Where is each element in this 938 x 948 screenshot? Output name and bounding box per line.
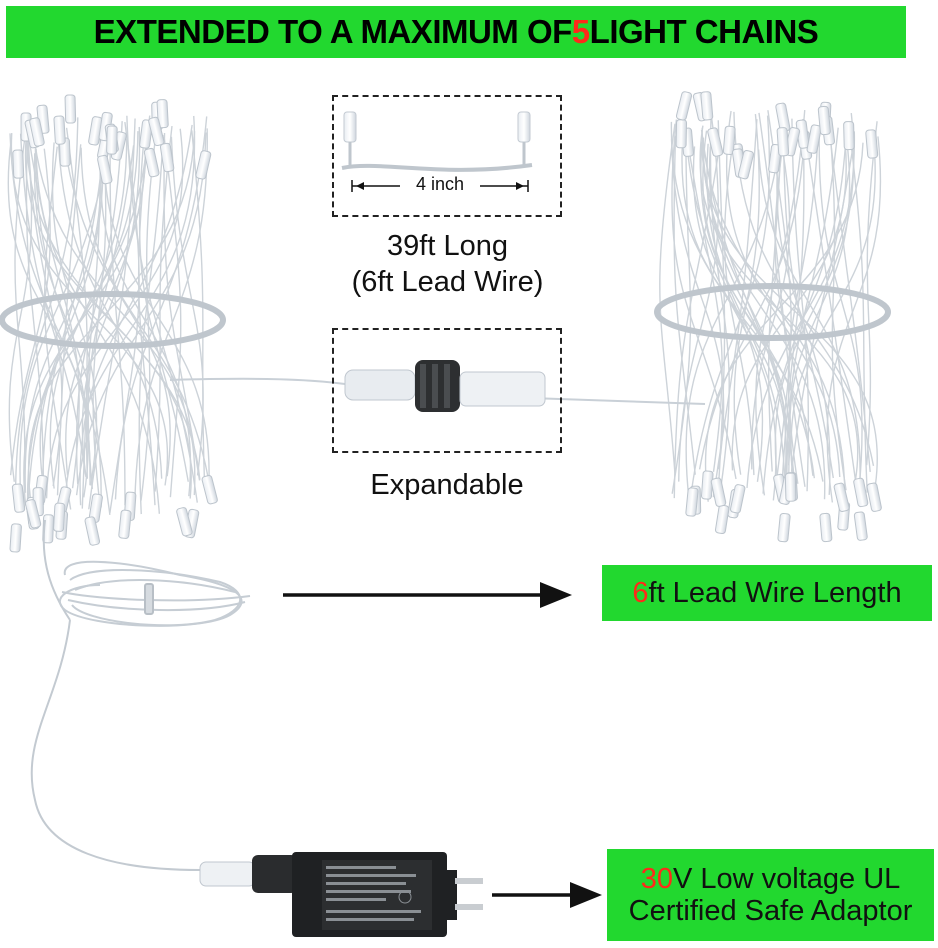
- light-chain-bundle-left-icon: [0, 94, 226, 553]
- banner-text-before: EXTENDED TO A MAXIMUM OF: [93, 13, 573, 50]
- connector-box: [332, 328, 562, 453]
- lead-wire-icon: [30, 519, 201, 871]
- connector-icon: [344, 360, 546, 412]
- adaptor-line1-text: V Low voltage UL: [672, 863, 901, 895]
- spacing-measure-label: 4 inch: [405, 172, 475, 196]
- lead-wire-coil-icon: [58, 560, 251, 627]
- banner-text-after: LIGHT CHAINS: [589, 13, 819, 50]
- light-chain-bundle-right-icon: [654, 91, 891, 543]
- connection-wire: [169, 377, 706, 405]
- length-caption-line1: 39ft Long: [387, 230, 508, 262]
- lead-wire-highlight: 6: [632, 577, 649, 609]
- length-caption: 39ft Long (6ft Lead Wire): [320, 228, 575, 300]
- bulb-spacing-box: [332, 95, 562, 217]
- adaptor-highlight: 30: [640, 863, 673, 895]
- banner-highlight: 5: [571, 13, 590, 50]
- power-adaptor-icon: [199, 852, 483, 937]
- adaptor-line2: Certified Safe Adaptor: [628, 895, 913, 927]
- lead-wire-text: ft Lead Wire Length: [648, 577, 902, 609]
- arrow-lead-wire-icon: [283, 582, 572, 608]
- arrow-adaptor-icon: [492, 882, 602, 908]
- adaptor-callout: 30V Low voltage UL Certified Safe Adapto…: [607, 849, 934, 941]
- title-banner: EXTENDED TO A MAXIMUM OF 5 LIGHT CHAINS: [6, 6, 906, 58]
- bulb-spacing-icon: [341, 111, 533, 192]
- length-caption-line2: (6ft Lead Wire): [351, 266, 544, 298]
- adaptor-line1: 30V Low voltage UL: [641, 863, 901, 895]
- expandable-caption: Expandable: [370, 469, 524, 501]
